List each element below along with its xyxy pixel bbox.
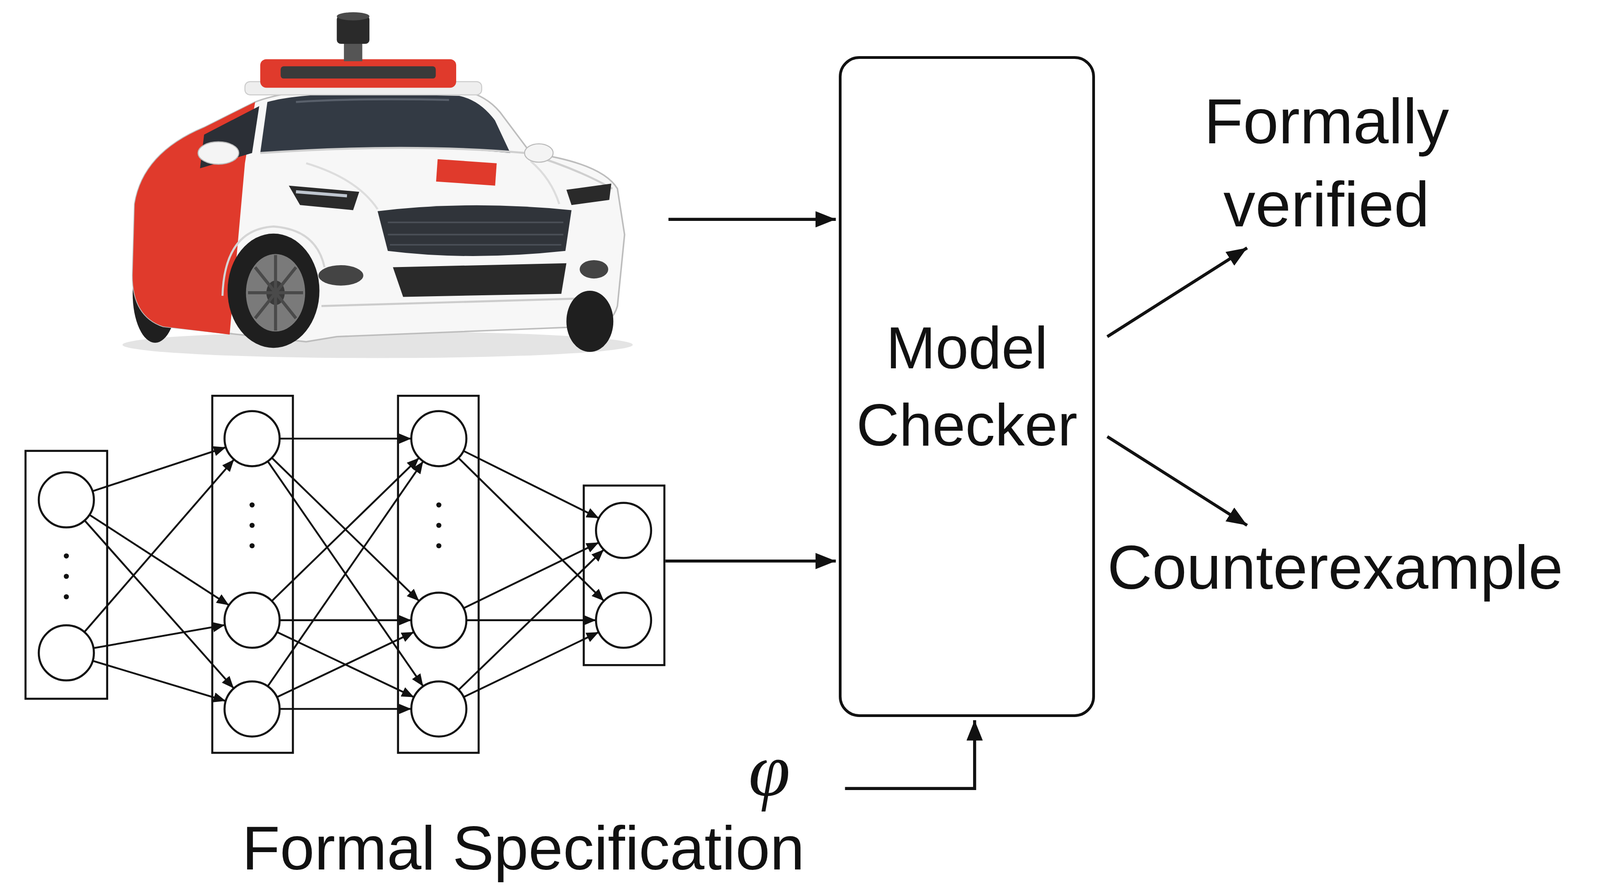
model-checker-box: Model Checker (838, 56, 1095, 718)
car-illustration (530, 161, 560, 205)
neural-network (438, 530, 624, 621)
car-illustration (260, 147, 613, 189)
neural-network (66, 652, 253, 710)
box-label: Model Checker (850, 309, 1084, 464)
car-illustration (387, 222, 564, 245)
neural-network (436, 522, 442, 528)
neural-network (63, 553, 69, 559)
neural-network (249, 502, 255, 508)
neural-network (224, 681, 280, 737)
flow-arrow (665, 219, 1248, 790)
neural-network (252, 620, 439, 710)
neural-network (63, 594, 69, 600)
neural-network (595, 593, 652, 649)
neural-network (436, 543, 442, 549)
neural-network (249, 522, 255, 528)
specification-symbol: φ (730, 732, 809, 809)
car-illustration (321, 298, 603, 307)
flow-arrow (845, 720, 975, 790)
neural-network (252, 438, 439, 621)
neural-network (38, 472, 95, 528)
car-illustration (289, 185, 360, 211)
neural-network (66, 500, 253, 621)
specification-label: Formal Specification (242, 817, 805, 880)
car-illustration (566, 183, 611, 206)
flow-arrow (665, 559, 836, 564)
flow-arrow (668, 217, 837, 222)
car-illustration (318, 265, 364, 286)
neural-network (252, 620, 439, 710)
neural-network (249, 543, 255, 549)
car-illustration (122, 12, 633, 359)
illustration-layer (25, 12, 1248, 790)
output-label: Formally verified (1189, 79, 1464, 247)
car-illustration (280, 66, 437, 79)
neural-network (252, 438, 439, 710)
neural-network (212, 395, 294, 753)
neural-network (411, 411, 467, 467)
car-illustration (295, 99, 449, 103)
neural-network (595, 503, 652, 559)
neural-network (411, 593, 467, 649)
car-illustration (524, 143, 554, 163)
neural-network (63, 573, 69, 579)
neural-network (224, 593, 280, 649)
neural-network (38, 625, 95, 681)
neural-network (398, 395, 479, 753)
flow-arrow (1107, 247, 1248, 337)
neural-network (438, 620, 624, 710)
neural-network (66, 438, 624, 710)
neural-network (252, 438, 439, 710)
output-label: Counterexample (1107, 536, 1564, 599)
car-illustration (198, 142, 239, 165)
car-illustration (392, 263, 567, 298)
flow-arrow (1107, 436, 1248, 526)
neural-network (411, 681, 467, 737)
car-illustration (227, 233, 320, 348)
neural-network (224, 411, 280, 467)
car-illustration (336, 12, 370, 21)
car-illustration (260, 94, 511, 154)
neural-network (66, 500, 253, 710)
neural-network (25, 395, 665, 753)
neural-network (436, 502, 442, 508)
car-illustration (377, 205, 572, 257)
car-illustration (132, 86, 625, 343)
car-illustration (566, 290, 614, 353)
neural-network (66, 438, 253, 500)
neural-network (63, 502, 442, 600)
neural-network (252, 438, 439, 621)
neural-network (438, 438, 624, 531)
car-illustration (579, 260, 609, 279)
neural-network (583, 485, 665, 666)
car-illustration (222, 226, 325, 296)
car-illustration (436, 159, 497, 186)
car-illustration (260, 59, 457, 89)
neural-network (38, 411, 652, 737)
car-illustration (295, 191, 348, 196)
car-illustration (246, 254, 306, 332)
car-illustration (247, 255, 304, 331)
